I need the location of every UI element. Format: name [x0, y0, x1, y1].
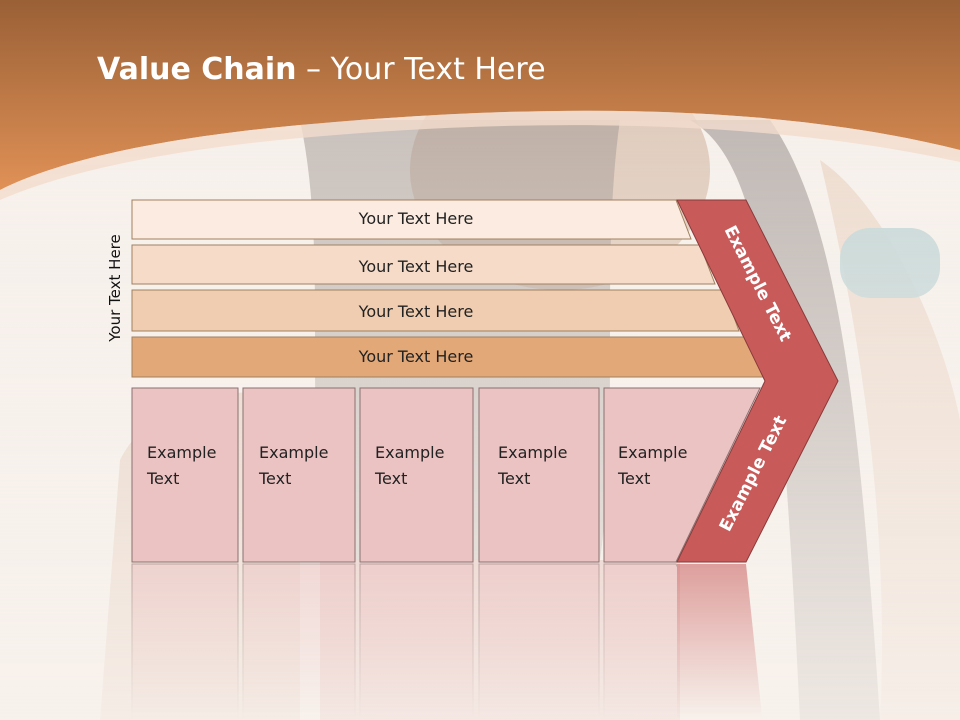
support-row-4-label: Your Text Here [358, 347, 474, 366]
primary-activity-boxes: Example Text Example Text Example Text E… [131, 387, 761, 563]
primary-box-2-line2: Text [258, 469, 291, 488]
support-activity-rows: Your Text Here Your Text Here Your Text … [131, 199, 764, 378]
support-row-1-label: Your Text Here [358, 209, 474, 228]
slide-title: Value Chain – Your Text Here [97, 52, 546, 87]
primary-box-5[interactable]: Example Text [603, 387, 761, 563]
title-rest: – Your Text Here [296, 52, 546, 87]
title-bold: Value Chain [97, 52, 297, 87]
primary-box-2-line1: Example [259, 443, 328, 462]
support-row-4[interactable]: Your Text Here [131, 336, 764, 378]
primary-box-4-line1: Example [498, 443, 567, 462]
primary-box-2[interactable]: Example Text [242, 387, 356, 563]
support-row-2-label: Your Text Here [358, 257, 474, 276]
support-row-3[interactable]: Your Text Here [131, 289, 740, 332]
boxes-reflection [131, 563, 763, 720]
primary-box-3-line2: Text [374, 469, 407, 488]
support-row-2[interactable]: Your Text Here [131, 244, 716, 285]
support-row-1[interactable]: Your Text Here [131, 199, 692, 240]
primary-box-4-line2: Text [497, 469, 530, 488]
primary-box-5-line1: Example [618, 443, 687, 462]
primary-box-1[interactable]: Example Text [131, 387, 239, 563]
primary-box-3[interactable]: Example Text [359, 387, 474, 563]
primary-box-1-line1: Example [147, 443, 216, 462]
primary-box-1-line2: Text [146, 469, 179, 488]
primary-box-3-line1: Example [375, 443, 444, 462]
primary-box-4[interactable]: Example Text [478, 387, 600, 563]
primary-box-5-line2: Text [617, 469, 650, 488]
support-row-3-label: Your Text Here [358, 302, 474, 321]
